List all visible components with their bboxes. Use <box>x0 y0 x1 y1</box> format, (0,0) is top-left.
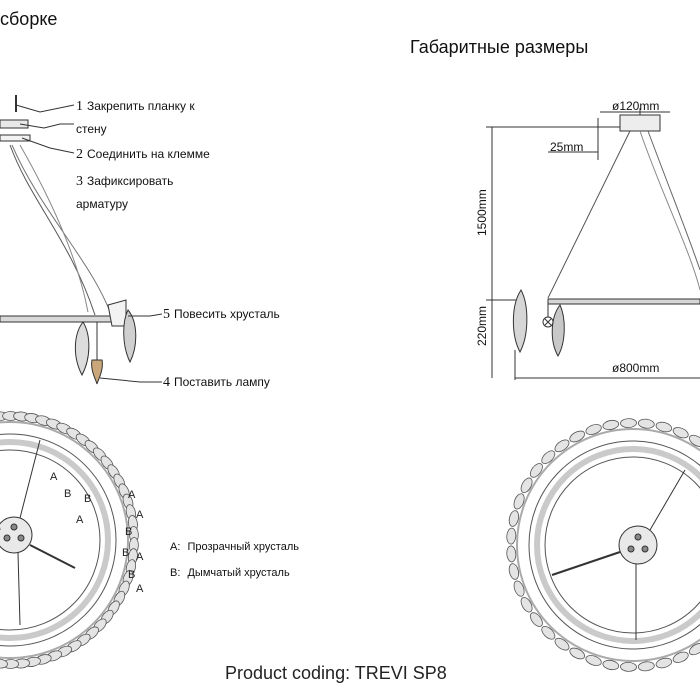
ring-label: A <box>136 551 144 563</box>
crystal-petal <box>688 434 700 447</box>
crystal-petal <box>585 655 602 666</box>
step-5: 5 Повесить хрусталь <box>163 308 280 322</box>
ring-label: A <box>136 509 144 521</box>
crystal-ring-right <box>506 418 700 672</box>
legend-a-key: A: <box>170 541 181 553</box>
ring-label: A <box>50 471 58 483</box>
step-2-label: Соединить на клемме <box>87 147 210 161</box>
crystal-petal <box>520 596 533 613</box>
assembly-top-view <box>0 421 129 659</box>
dim-canopy-height: 25mm <box>550 140 584 154</box>
step-1: 1 Закрепить планку к <box>76 100 195 114</box>
step-1-label-continued: стену <box>76 122 107 136</box>
ring-label: B <box>125 526 132 538</box>
crystal-petal <box>513 580 525 597</box>
crystal-petal <box>672 651 689 663</box>
crystal-petal <box>508 510 520 527</box>
crystal-petal <box>655 657 673 669</box>
legend-a-text: Прозрачный хрусталь <box>187 541 299 553</box>
dim-diameter: ø800mm <box>612 361 660 375</box>
step-2: 2 Соединить на клемме <box>76 148 210 162</box>
dimension-top-view <box>516 428 700 662</box>
dimensions-title: Габаритные размеры <box>410 37 589 57</box>
crystal-petal <box>637 661 655 672</box>
legend-a: A: Прозрачный хрусталь <box>170 542 299 553</box>
step-1-continued: стену <box>76 123 107 135</box>
crystal-petal <box>637 418 655 429</box>
ring-label: A <box>128 489 136 501</box>
crystal-petal <box>508 563 520 580</box>
legend-b-key: B: <box>170 567 181 579</box>
legend-b-text: Дымчатый хрусталь <box>187 567 290 579</box>
step-3-continued: арматуру <box>76 198 128 210</box>
ring-label: A <box>136 583 144 595</box>
ring-label: B <box>128 569 135 581</box>
assembly-side-view <box>0 95 163 385</box>
step-3-number: 3 <box>76 174 83 189</box>
step-3-label: Зафиксировать <box>87 174 174 188</box>
assembly-title: сборке <box>0 9 58 29</box>
crystal-petal <box>620 661 637 672</box>
step-3-label-continued: арматуру <box>76 197 129 211</box>
step-5-number: 5 <box>163 307 170 322</box>
step-4-label: Поставить лампу <box>174 375 270 389</box>
crystal-petal <box>506 545 517 563</box>
crystal-ring-left <box>0 411 139 669</box>
dim-canopy-diameter: ø120mm <box>612 99 660 113</box>
crystal-petal <box>520 477 533 494</box>
product-coding: Product coding: TREVI SP8 <box>225 663 447 683</box>
crystal-petal <box>602 419 620 431</box>
crystal-petal <box>554 439 570 453</box>
crystal-petal <box>541 450 556 465</box>
step-1-number: 1 <box>76 99 83 114</box>
crystal-petal <box>569 647 586 660</box>
crystal-petal <box>0 658 8 669</box>
ring-label: A <box>76 514 84 526</box>
crystal-petal <box>554 637 570 651</box>
crystal-petal <box>602 659 620 671</box>
crystal-petal <box>569 430 586 443</box>
crystal-petal <box>620 418 637 429</box>
step-5-label: Повесить хрусталь <box>174 307 280 321</box>
crystal-petal <box>513 493 525 510</box>
crystal-petal <box>655 421 673 433</box>
crystal-petal <box>541 625 556 640</box>
ring-label: B <box>122 547 129 559</box>
legend-b: B: Дымчатый хрусталь <box>170 568 290 579</box>
crystal-petal <box>688 643 700 656</box>
crystal-petal <box>672 427 689 439</box>
crystal-petal <box>529 463 543 478</box>
ring-label: B <box>84 493 91 505</box>
step-4-number: 4 <box>163 375 170 390</box>
crystal-petal <box>506 527 517 545</box>
step-4: 4 Поставить лампу <box>163 376 270 390</box>
crystal-petal <box>529 612 543 627</box>
crystal-petal <box>585 424 602 435</box>
step-2-number: 2 <box>76 147 83 162</box>
step-1-label: Закрепить планку к <box>87 99 195 113</box>
dimension-side-view <box>486 108 700 380</box>
step-3: 3 Зафиксировать <box>76 175 173 189</box>
ring-label: B <box>64 488 71 500</box>
